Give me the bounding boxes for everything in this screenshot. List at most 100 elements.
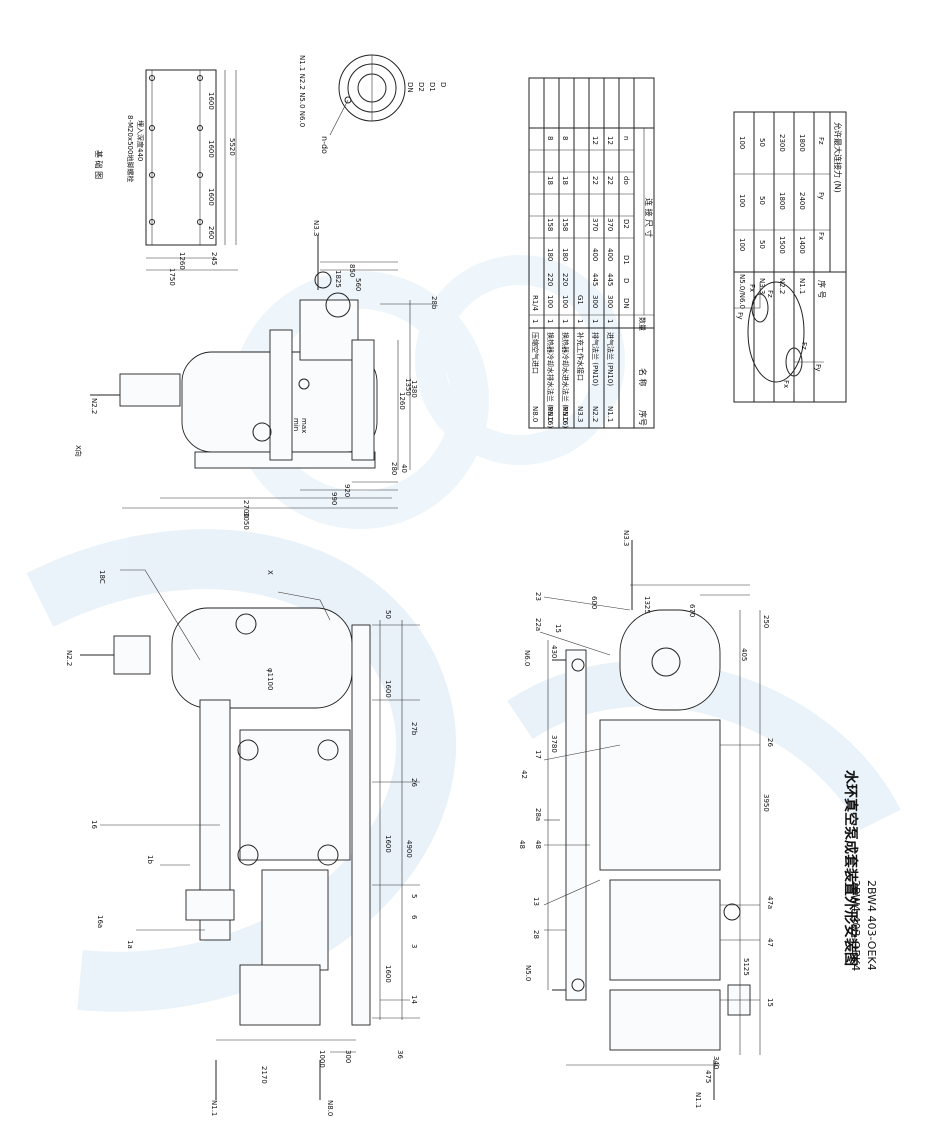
conn-row-do: 18 xyxy=(546,176,554,185)
conn-row-no: N3.3 xyxy=(576,406,584,422)
force-row-no: N3.3 xyxy=(758,278,766,294)
force-axis-label: Fx xyxy=(748,284,756,292)
conn-row-do: 22 xyxy=(606,176,614,185)
force-row: N3.3 50 50 50 xyxy=(758,138,766,294)
conn-row-n: 12 xyxy=(606,136,614,145)
flange-label-d1: D1 xyxy=(428,82,436,92)
force-row-no: N1.1 xyxy=(798,278,806,294)
conn-row-do: 22 xyxy=(591,176,599,185)
conn-row-d1: 400 xyxy=(591,248,599,261)
side-x-direction: X向 xyxy=(74,445,83,457)
conn-row-dn: G1 xyxy=(576,295,584,305)
rear-callout: 48 xyxy=(518,840,526,849)
front-callout: 26 xyxy=(410,778,418,787)
foundation-dim-1: 1600 xyxy=(207,92,215,110)
front-dim: 1600 xyxy=(384,680,392,698)
rear-dim: 430 xyxy=(550,645,558,658)
conn-row-d1: 400 xyxy=(606,248,614,261)
conn-row: N2.2 排气法兰 (PN10) 1 300 445 400 370 22 12 xyxy=(591,136,600,422)
foundation-dim-4: 5520 xyxy=(228,138,236,156)
conn-row-do: 18 xyxy=(561,176,569,185)
side-callout-28b: 28b xyxy=(430,296,438,310)
conn-head-name: 名 称 xyxy=(638,368,648,387)
rear-callout: 48 xyxy=(534,840,542,849)
front-dim: 50 xyxy=(384,610,392,619)
foundation-dim-8: 1750 xyxy=(168,268,176,286)
force-sub-fy: Fy xyxy=(817,192,825,200)
front-base-frame xyxy=(351,624,371,1026)
conn-row-qty: 1 xyxy=(591,319,599,323)
conn-row-name: 排气法兰 (PN10) xyxy=(591,332,600,386)
flange-label-d2: D2 xyxy=(417,82,425,92)
front-callout: 1a xyxy=(126,940,134,949)
force-row-fz: 100 xyxy=(738,136,746,149)
force-row-fy: 1800 xyxy=(778,192,786,210)
rear-dim: 5125 xyxy=(742,958,750,976)
conn-sub-n: n xyxy=(622,136,630,140)
conn-row-d: 220 xyxy=(546,273,554,286)
force-diagram: Fy Fx Fz Fx Fy Fz xyxy=(734,281,824,392)
force-row-fx: 1400 xyxy=(798,236,806,254)
conn-row-no: N1.1 xyxy=(606,406,614,422)
front-nozzle-n8-0: N8.0 xyxy=(326,1100,334,1116)
foundation-bolt-note-2: 埋入深度440 xyxy=(136,120,145,161)
force-sub-fz: Fz xyxy=(817,137,825,145)
front-callout: 6 xyxy=(410,915,418,920)
rear-dim: 405 xyxy=(740,648,748,661)
conn-row: N8.0 压缩空气进口 1 R1/4 xyxy=(531,295,540,422)
rear-motor xyxy=(609,989,721,1051)
front-motor xyxy=(239,964,321,1026)
conn-row: N3.3 补充工作水接口 1 G1 xyxy=(576,295,585,422)
conn-sub-d: D xyxy=(622,278,630,283)
foundation-dim-7: 245 xyxy=(210,252,218,265)
conn-row-qty: 1 xyxy=(606,319,614,323)
rear-heat-exchanger xyxy=(565,649,587,1001)
side-dim: 40 xyxy=(400,464,408,473)
rear-callout: 47a xyxy=(766,896,774,909)
model-code-2: 2BW4 403-OEK4 xyxy=(865,880,878,971)
rear-nozzle-n6-0: N6.0 xyxy=(523,650,531,666)
side-dim: 2700 xyxy=(242,500,250,518)
conn-row-dn: 100 xyxy=(561,295,569,308)
conn-row-qty: 1 xyxy=(546,319,554,323)
front-dim: 4900 xyxy=(405,840,413,858)
conn-row-n: 8 xyxy=(546,136,554,140)
force-row-fy: 50 xyxy=(758,196,766,205)
side-nozzle-n3-3: N3.3 xyxy=(312,220,320,236)
force-sub-fx: Fx xyxy=(817,232,825,240)
front-dim: 300 xyxy=(344,1050,352,1063)
rear-callout: 17 xyxy=(534,750,542,759)
front-dim: 1600 xyxy=(384,965,392,983)
flange-label-d: D xyxy=(439,82,447,87)
conn-row-d1: 180 xyxy=(546,248,554,261)
rear-pump-body xyxy=(599,719,721,871)
rear-callout: 22a xyxy=(534,618,542,631)
conn-row-qty: 1 xyxy=(576,319,584,323)
force-row-fy: 2400 xyxy=(798,192,806,210)
conn-row-d1: 180 xyxy=(561,248,569,261)
rear-callout: 13 xyxy=(532,897,540,906)
front-dim: 2170 xyxy=(260,1066,268,1084)
conn-row-d2: 370 xyxy=(606,218,614,231)
conn-row-name: 进气法兰 (PN10) xyxy=(606,332,615,386)
conn-head-size: 连 接 尺 寸 xyxy=(644,198,654,238)
conn-row-name: 换热器冷却水进水法兰 (PN16) xyxy=(561,332,570,428)
pump-head xyxy=(299,299,359,361)
conn-row-d: 445 xyxy=(606,273,614,286)
rear-callout: 26 xyxy=(766,738,774,747)
foundation-title: 基 础 图 xyxy=(94,150,104,179)
conn-row-no: N2.2 xyxy=(591,406,599,422)
conn-row-dn: 300 xyxy=(591,295,599,308)
front-diameter: φ1100 xyxy=(266,668,274,690)
foundation-bolt-note: 8-M20x500地脚螺栓 xyxy=(126,115,135,182)
conn-row-d: 445 xyxy=(591,273,599,286)
rear-dim: 1325 xyxy=(643,596,651,614)
side-dim: 1825 xyxy=(334,270,342,288)
force-row-fz: 50 xyxy=(758,138,766,147)
model-code-1: 2BW4 403-OBK4 xyxy=(849,880,862,971)
conn-row: N6.0 换热器冷却水排水法兰 (PN16) 1 100 220 180 158… xyxy=(546,136,555,428)
rear-dim: 3780 xyxy=(550,735,558,753)
rear-dim: 3950 xyxy=(762,794,770,812)
foundation-dim-6: 1260 xyxy=(178,252,186,270)
flange-applies-to: N1.1 N2.2 N5.0 N6.0 xyxy=(298,55,306,127)
